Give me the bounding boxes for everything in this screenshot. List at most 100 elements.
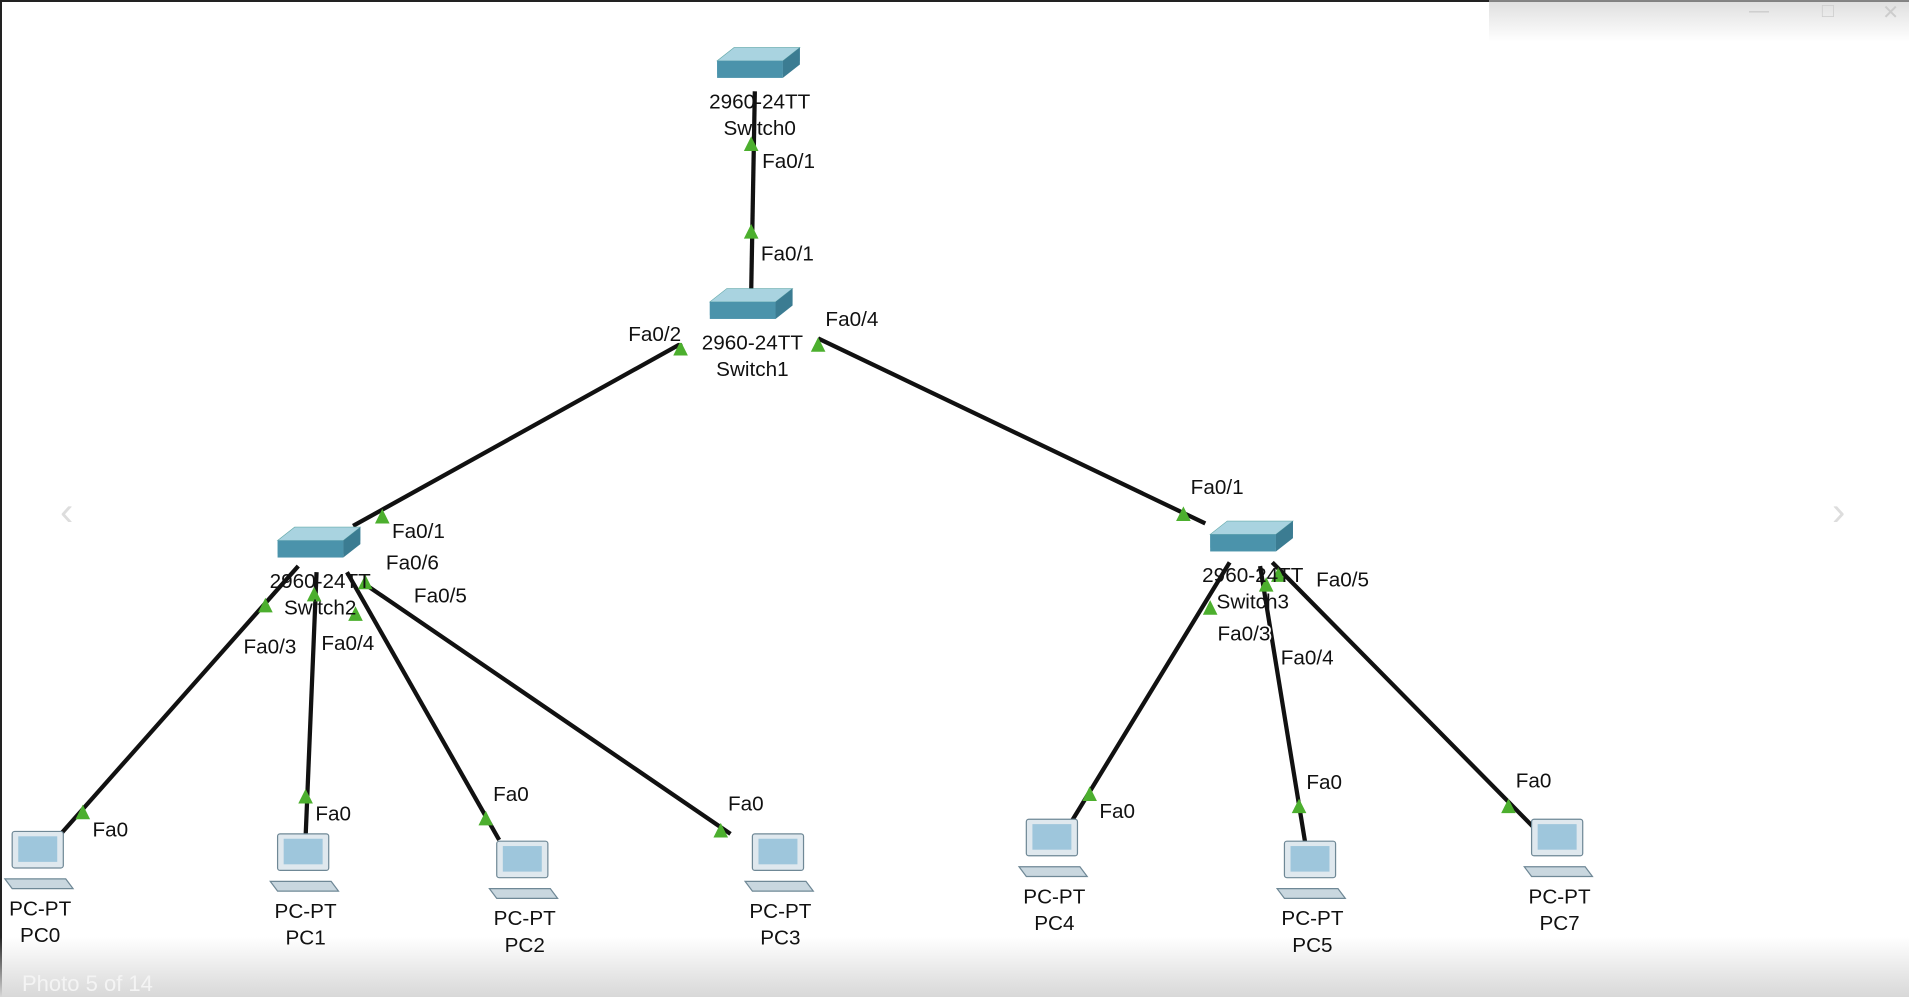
viewer-bottom-bar: [0, 937, 1909, 997]
switch-side: [343, 527, 361, 558]
switch-side: [782, 47, 800, 78]
pc-PC0[interactable]: PC-PT PC0: [3, 830, 75, 947]
port-label: Fa0/4: [825, 308, 878, 331]
port-label: Fa0/1: [761, 243, 814, 266]
switch-Switch0[interactable]: 2960-24TT Switch0: [709, 47, 811, 140]
pc-screen: [1032, 824, 1072, 850]
port-label: Fa0/5: [414, 585, 467, 608]
link-up-indicator-icon: [1291, 798, 1307, 814]
switch-Switch2[interactable]: 2960-24TT Switch2: [270, 526, 372, 620]
link-up-indicator-icon: [357, 574, 373, 590]
port-label: Fa0: [1516, 770, 1552, 793]
port-label: Fa0/1: [1191, 476, 1244, 499]
link-Switch1-Switch2[interactable]: [352, 340, 688, 528]
window-titlebar: [1489, 0, 1909, 42]
pc-keyboard: [488, 888, 559, 900]
device-model: PC-PT: [494, 907, 556, 930]
device-name: Switch2: [284, 597, 356, 620]
cable-line[interactable]: [345, 571, 502, 842]
port-label: Fa0/5: [1316, 569, 1369, 592]
link-up-indicator-icon: [743, 136, 759, 151]
link-up-indicator-icon: [673, 340, 688, 356]
pc-keyboard: [1017, 866, 1089, 878]
port-label: Fa0: [93, 818, 129, 841]
port-label: Fa0: [1099, 800, 1135, 823]
port-label: Fa0/4: [1281, 647, 1334, 670]
cable-line[interactable]: [364, 582, 732, 836]
port-label: Fa0: [493, 783, 529, 806]
device-model: 2960-24TT: [270, 570, 372, 593]
cable-line[interactable]: [1270, 560, 1536, 830]
port-label: Fa0/2: [628, 323, 681, 346]
pc-screen: [502, 846, 542, 872]
cable-line[interactable]: [817, 336, 1207, 526]
port-label: Fa0/1: [392, 520, 445, 543]
device-name: PC2: [505, 934, 545, 957]
link-Switch2-PC2[interactable]: [345, 571, 502, 842]
device-name: PC0: [20, 924, 60, 947]
cable-line[interactable]: [59, 564, 300, 836]
close-icon[interactable]: ✕: [1882, 2, 1899, 24]
link-up-indicator-icon: [374, 508, 390, 524]
link-Switch2-PC3[interactable]: [357, 574, 732, 838]
port-label: Fa0: [315, 802, 351, 825]
switch-front: [717, 60, 783, 78]
link-Switch3-PC7[interactable]: [1270, 560, 1536, 830]
cable-line[interactable]: [1257, 565, 1308, 843]
link-up-indicator-icon: [1271, 567, 1286, 582]
pc-keyboard: [1275, 888, 1347, 900]
link-Switch1-Switch3[interactable]: [810, 336, 1207, 526]
device-name: PC1: [285, 927, 325, 950]
device-name: PC3: [760, 927, 800, 950]
port-label: Fa0/6: [386, 552, 439, 575]
pc-PC4[interactable]: PC-PT PC4: [1017, 818, 1089, 935]
link-Switch0-Switch1[interactable]: [743, 91, 759, 293]
minimize-icon[interactable]: —: [1749, 0, 1769, 22]
cable-line[interactable]: [1069, 561, 1232, 823]
pc-PC2[interactable]: PC-PT PC2: [488, 840, 559, 957]
port-label: Fa0/4: [321, 632, 374, 655]
pc-screen: [18, 836, 58, 862]
link-up-indicator-icon: [1501, 798, 1516, 814]
link-up-indicator-icon: [75, 804, 91, 820]
link-Switch3-PC5[interactable]: [1257, 565, 1308, 843]
chevron-left-icon[interactable]: ‹: [60, 490, 74, 534]
port-label: Fa0/3: [243, 636, 296, 659]
link-up-indicator-icon: [1202, 600, 1218, 615]
cable-line[interactable]: [749, 91, 757, 293]
link-Switch3-PC4[interactable]: [1069, 561, 1232, 823]
pc-screen: [758, 838, 798, 865]
link-Switch2-PC0[interactable]: [59, 564, 300, 836]
device-model: PC-PT: [275, 900, 337, 923]
link-up-indicator-icon: [258, 597, 273, 613]
device-model: 2960-24TT: [709, 90, 811, 113]
device-name: PC7: [1539, 912, 1579, 935]
pc-keyboard: [269, 880, 340, 892]
link-up-indicator-icon: [1258, 577, 1274, 592]
switch-front: [709, 301, 776, 319]
switch-front: [1210, 534, 1276, 552]
device-name: PC4: [1034, 912, 1074, 935]
link-up-indicator-icon: [1082, 786, 1097, 802]
chevron-right-icon[interactable]: ›: [1832, 490, 1846, 534]
cable-line[interactable]: [352, 341, 683, 528]
device-model: PC-PT: [1023, 885, 1085, 908]
pc-keyboard: [743, 880, 815, 892]
device-name: Switch0: [723, 117, 795, 140]
link-up-indicator-icon: [713, 822, 729, 838]
restore-icon[interactable]: □: [1821, 0, 1834, 22]
photo-counter: Photo 5 of 14: [22, 971, 153, 996]
link-up-indicator-icon: [298, 788, 313, 804]
link-Switch2-PC1[interactable]: [298, 572, 322, 838]
device-name: Switch3: [1217, 591, 1289, 614]
device-model: PC-PT: [9, 897, 71, 920]
pc-PC1[interactable]: PC-PT PC1: [269, 833, 340, 950]
port-label: Fa0: [1306, 771, 1342, 794]
